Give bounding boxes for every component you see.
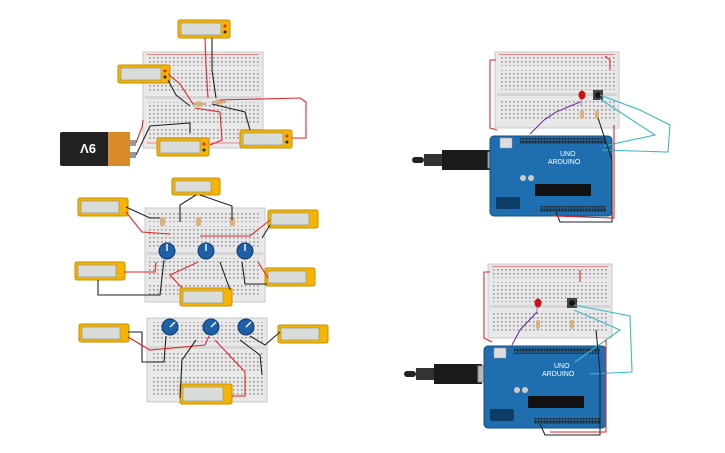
resistor[interactable] — [192, 101, 206, 107]
resistor[interactable] — [230, 217, 235, 226]
arduino-uno[interactable]: ARDUINO UNO — [483, 345, 607, 429]
resistor[interactable] — [570, 320, 574, 329]
battery-label: 9V — [80, 141, 96, 156]
arduino-board-label: UNO — [560, 151, 576, 158]
wires-mid-left — [97, 194, 271, 296]
push-button[interactable] — [567, 298, 577, 308]
multimeter[interactable] — [267, 209, 319, 229]
led-red[interactable] — [578, 90, 586, 107]
wires-top-left — [135, 37, 307, 156]
resistor[interactable] — [160, 217, 165, 226]
multimeter[interactable] — [117, 64, 171, 84]
resistor[interactable] — [212, 99, 226, 105]
multimeter[interactable] — [277, 324, 329, 344]
arduino-board-label: UNO — [554, 363, 570, 370]
battery-9v[interactable]: 9V — [60, 132, 136, 166]
multimeter[interactable] — [171, 177, 221, 196]
multimeter[interactable] — [78, 323, 130, 343]
multimeter[interactable] — [74, 261, 126, 281]
resistor[interactable] — [536, 320, 540, 329]
multimeter[interactable] — [179, 383, 233, 405]
multimeter[interactable] — [77, 197, 129, 217]
resistor[interactable] — [595, 110, 599, 119]
multimeter[interactable] — [264, 267, 316, 287]
push-button[interactable] — [593, 90, 603, 100]
wires-bottom-right — [483, 270, 633, 436]
potentiometer[interactable] — [236, 242, 254, 260]
resistor[interactable] — [580, 110, 584, 119]
arduino-brand: ARDUINO — [548, 159, 581, 166]
led-red[interactable] — [534, 298, 542, 315]
resistor[interactable] — [196, 217, 201, 226]
potentiometer[interactable] — [158, 242, 176, 260]
wires-top-right — [489, 55, 671, 223]
multimeter[interactable] — [177, 19, 231, 39]
multimeter[interactable] — [239, 129, 293, 149]
potentiometer[interactable] — [197, 242, 215, 260]
wires-bottom-left — [127, 331, 281, 399]
potentiometer[interactable] — [237, 318, 255, 336]
potentiometer[interactable] — [161, 318, 179, 336]
arduino-brand: ARDUINO — [542, 371, 575, 378]
multimeter[interactable] — [179, 287, 233, 307]
arduino-uno[interactable]: ARDUINO UNO — [489, 135, 613, 217]
usb-cable — [404, 364, 493, 384]
potentiometer[interactable] — [202, 318, 220, 336]
multimeter[interactable] — [156, 137, 210, 157]
breadboard-bottom-right — [487, 263, 613, 339]
usb-cable — [412, 150, 503, 170]
